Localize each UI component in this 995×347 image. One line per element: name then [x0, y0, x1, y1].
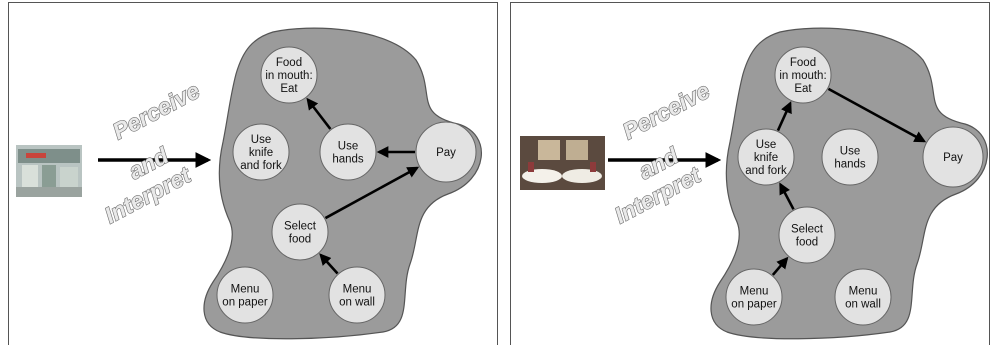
node-label: hands: [332, 154, 364, 166]
node-label: Use: [840, 146, 860, 158]
node-label: on paper: [731, 299, 777, 311]
node-label: Use: [251, 134, 271, 146]
edge-knife-to-food: [776, 101, 792, 132]
caption-word-perceive: Perceive: [618, 77, 714, 144]
node-label: hands: [834, 159, 866, 171]
node-circle: [232, 123, 290, 181]
node-label: on wall: [339, 297, 375, 309]
node-label: and fork: [745, 165, 787, 177]
left-panel-frame: [8, 2, 498, 345]
node-circle: [260, 46, 318, 104]
edge-select-to-knife: [779, 182, 795, 210]
node-label: on wall: [845, 299, 881, 311]
node-label: in mouth:: [265, 70, 312, 82]
node-pay: Pay: [922, 126, 984, 188]
node-label: in mouth:: [779, 70, 826, 82]
node-label: Menu: [849, 286, 878, 298]
edge-food-to-pay: [827, 87, 927, 143]
node-circle: [271, 203, 329, 261]
node-pay: Pay: [415, 121, 477, 183]
node-label: on paper: [222, 297, 268, 309]
node-label: food: [289, 234, 311, 246]
node-label: knife: [249, 147, 273, 159]
node-circle: [834, 268, 892, 326]
node-label: Menu: [231, 284, 260, 296]
node-circle: [415, 121, 477, 183]
caption-word-perceive: Perceive: [108, 77, 204, 144]
node-label: Use: [756, 139, 776, 151]
node-label: knife: [754, 152, 778, 164]
node-circle: [216, 266, 274, 324]
node-label: Eat: [794, 83, 812, 95]
formal-dining-room-photo: [520, 136, 605, 190]
node-label: Select: [284, 221, 317, 233]
node-circle: [778, 206, 836, 264]
node-circle: [319, 123, 377, 181]
node-circle: [821, 128, 879, 186]
node-label: food: [796, 237, 818, 249]
node-circle: [725, 268, 783, 326]
node-label: Food: [276, 57, 302, 69]
node-circle: [922, 126, 984, 188]
node-label: Menu: [740, 286, 769, 298]
node-label: and fork: [240, 160, 282, 172]
edge-menu_paper-to-select: [771, 256, 789, 276]
node-label: Use: [338, 141, 358, 153]
node-label: Food: [790, 57, 816, 69]
context-blob: [203, 27, 482, 340]
node-circle: [737, 128, 795, 186]
right-panel-frame: [510, 2, 990, 345]
edge-select-to-pay: [324, 166, 420, 220]
node-circle: [328, 266, 386, 324]
node-label: Menu: [343, 284, 372, 296]
node-label: Eat: [280, 83, 298, 95]
node-label: Pay: [943, 152, 963, 164]
edge-menu_wall-to-select: [319, 253, 339, 275]
edge-hands-to-food: [306, 97, 332, 130]
node-circle: [774, 46, 832, 104]
node-label: Select: [791, 224, 824, 236]
node-label: Pay: [436, 147, 456, 159]
fast-food-restaurant-photo: [16, 145, 82, 197]
